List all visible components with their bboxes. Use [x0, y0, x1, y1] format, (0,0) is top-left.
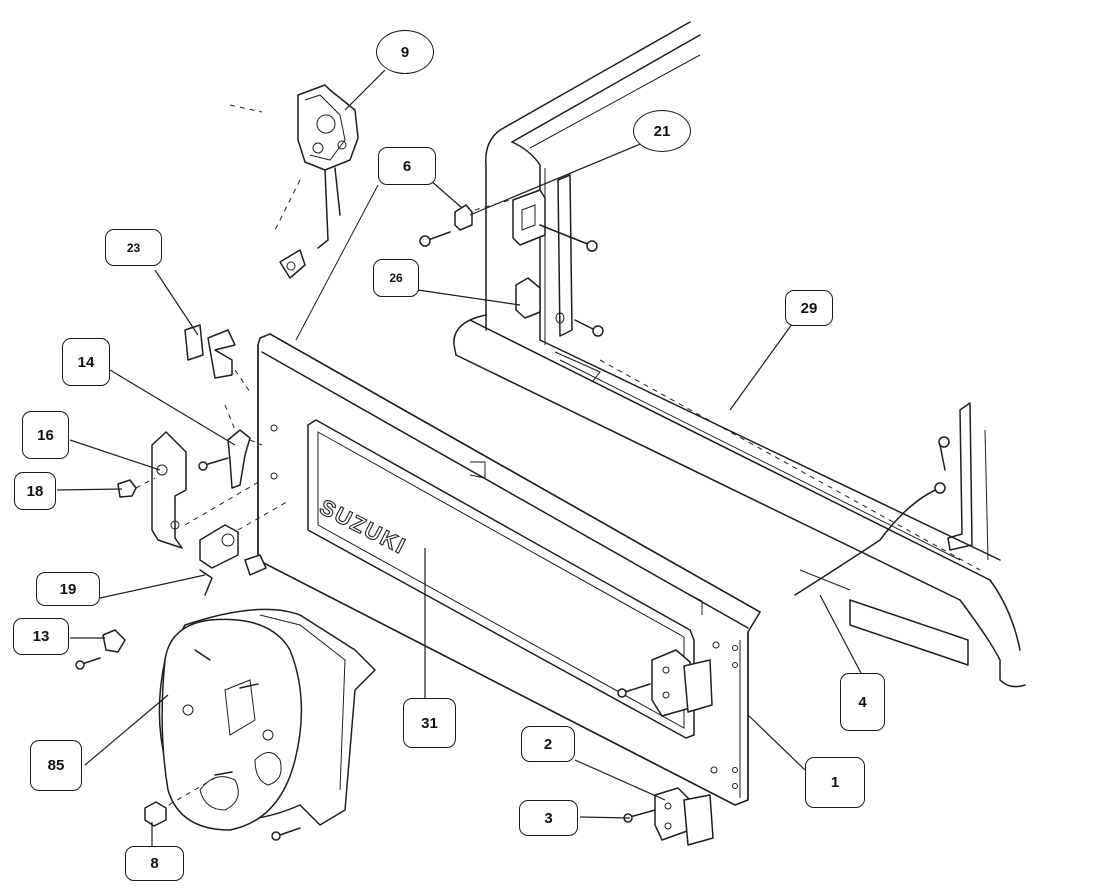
door-lock-assembly [229, 84, 379, 341]
callout-14[interactable]: 14 [62, 338, 110, 386]
callout-4[interactable]: 4 [840, 673, 885, 731]
leader-lines [56, 69, 863, 850]
spare-wheel-carrier [75, 608, 376, 841]
callout-1[interactable]: 1 [805, 757, 865, 808]
callout-3[interactable]: 3 [519, 800, 578, 836]
support-cable [794, 482, 946, 596]
side-plate [117, 431, 263, 549]
key-cylinder [199, 499, 291, 596]
lower-hinge [623, 787, 714, 846]
callout-8[interactable]: 8 [125, 846, 184, 881]
callout-23[interactable]: 23 [105, 229, 162, 266]
callout-13[interactable]: 13 [13, 618, 69, 655]
callout-21[interactable]: 21 [633, 110, 691, 152]
callout-16[interactable]: 16 [22, 411, 69, 459]
tailgate-panel: SUZUKI [257, 333, 761, 806]
callout-26[interactable]: 26 [373, 259, 419, 297]
callout-2[interactable]: 2 [521, 726, 575, 762]
upper-hinge [617, 649, 713, 717]
callout-19[interactable]: 19 [36, 572, 100, 606]
callout-18[interactable]: 18 [14, 472, 56, 510]
callout-6[interactable]: 6 [378, 147, 436, 185]
callout-9[interactable]: 9 [376, 30, 434, 74]
latch-lever [198, 404, 263, 489]
striker-bracket [419, 189, 598, 252]
check-bracket [515, 277, 604, 337]
rod-guide [184, 324, 251, 393]
callout-29[interactable]: 29 [785, 290, 833, 326]
callout-85[interactable]: 85 [30, 740, 82, 791]
callout-31[interactable]: 31 [403, 698, 456, 748]
